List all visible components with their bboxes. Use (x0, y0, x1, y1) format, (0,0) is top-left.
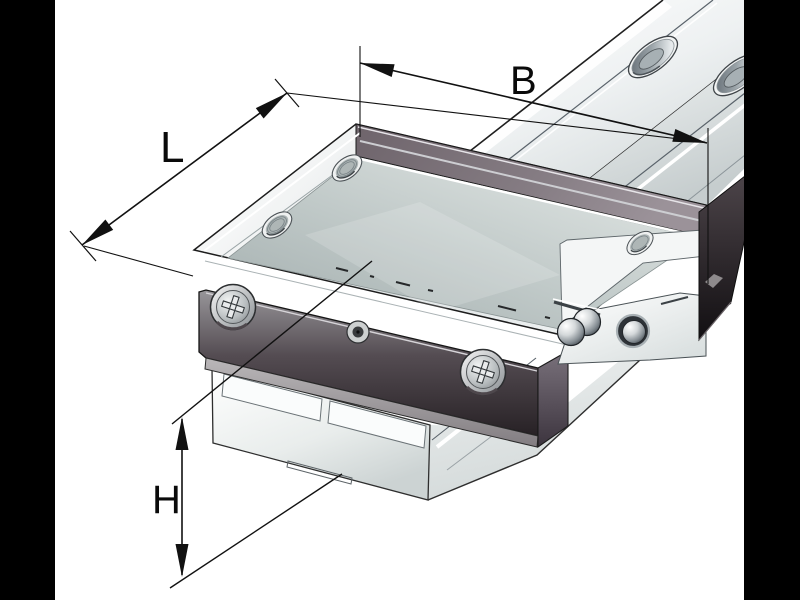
threaded-hole (331, 154, 363, 182)
right-black-bar (744, 0, 800, 600)
end-cap-right-side (537, 350, 569, 449)
reference-line-bottom (169, 473, 343, 589)
rail-center-groove (493, 0, 714, 172)
rail-far-edge (455, 0, 664, 163)
plate-edge-highlight (552, 298, 602, 311)
arrowhead-icon (175, 544, 189, 577)
arrowhead-icon (82, 219, 114, 245)
side-notch (705, 274, 723, 288)
left-rim-highlight (203, 132, 361, 252)
carriage (192, 123, 746, 449)
threaded-hole (261, 211, 293, 239)
arrowhead-icon (175, 417, 189, 450)
rail-far-highlight (456, 0, 672, 165)
dimension-B: B (359, 46, 709, 284)
dim-label-L: L (160, 123, 184, 172)
rail-hole (627, 35, 679, 79)
end-cap-bottom-lip (204, 357, 539, 448)
near-rim-bevel (204, 260, 568, 346)
rail-side-lower-edge (679, 154, 746, 208)
lube-port (346, 320, 370, 344)
rail-bottom-chamfer-mark (286, 460, 353, 485)
rail-end-recess-panel (221, 373, 323, 422)
rail-center-groove-highlight (497, 2, 718, 175)
far-band-top-highlight (357, 126, 705, 209)
ball (556, 317, 586, 347)
extension-line (83, 245, 194, 277)
phillips-cross-icon (220, 294, 246, 320)
arrowhead-icon (360, 63, 395, 77)
dim-tick (69, 230, 97, 262)
rail-side-groove-edge (607, 92, 746, 201)
dimension-L: L (69, 78, 706, 277)
plate-sheen (305, 202, 560, 312)
reference-line-top (171, 260, 373, 425)
cutaway-block (552, 229, 707, 365)
dim-line-L (81, 92, 288, 246)
carriage-right-side (698, 174, 746, 342)
phillips-cross-icon (470, 359, 496, 385)
arrowhead-icon (672, 129, 707, 143)
rail-end-recess-panel (327, 400, 427, 449)
plate-far-highlight (355, 156, 702, 239)
phillips-screw (209, 283, 257, 331)
far-band-pinstripe (359, 140, 703, 222)
right-side-face (698, 174, 746, 342)
dim-label-B: B (510, 59, 537, 103)
extension-line (286, 92, 706, 143)
dim-line-B (359, 62, 708, 144)
dim-label-H: H (152, 478, 181, 522)
rail-side-face (575, 57, 745, 212)
ball (622, 320, 646, 344)
left-black-bar (0, 0, 55, 600)
arrowhead-icon (255, 93, 287, 119)
phillips-screw (459, 348, 507, 396)
side-bottom-edge (698, 301, 732, 341)
step-edge-line (660, 296, 689, 305)
dimension-H: H (152, 260, 373, 589)
threaded-hole (626, 230, 654, 256)
